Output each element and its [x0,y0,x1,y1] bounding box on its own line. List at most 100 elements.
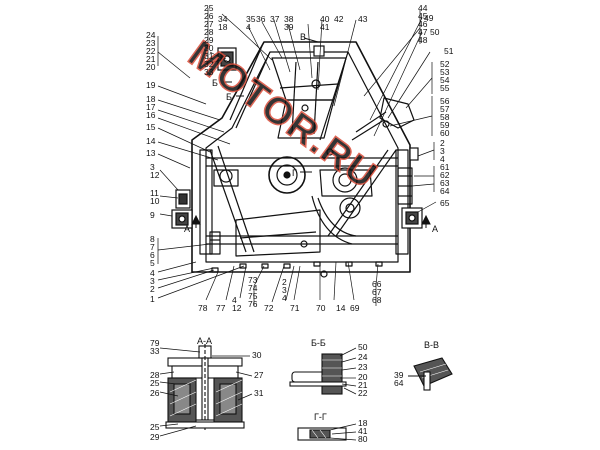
section-gg-title: Г-Г [314,412,327,422]
aa-label-25: 25 [150,422,160,432]
left-label-6: 6 [150,250,155,260]
section-aa-view [165,344,245,430]
top-label-29: 29 [204,35,214,45]
top-label-46: 46 [418,19,428,29]
left-label-11: 11 [150,188,159,198]
top-label-37: 37 [270,14,280,24]
top-label-34: 34 [218,14,228,24]
top-label-53: 53 [440,67,450,77]
aa-label-79: 79 [150,338,160,348]
section-bb-title: Б-Б [311,338,326,348]
top-label-54: 54 [440,75,450,85]
bottom-label-69: 69 [350,303,360,313]
bottom-label-78: 78 [198,303,208,313]
right-label-62: 62 [440,170,450,180]
top-label-44: 44 [418,3,428,13]
leader-lines [157,8,437,306]
left-label-10: 10 [150,196,160,206]
bottom-label-3: 3 [282,285,287,295]
bottom-label-4: 4 [232,295,237,305]
top-label-35: 35 [246,14,256,24]
bottom-label-72: 72 [264,303,274,313]
aa-label-30: 30 [252,350,262,360]
top-label-25: 25 [204,3,214,13]
aa-label-27: 27 [254,370,264,380]
mark-v: В [300,32,306,42]
vv-label-39: 39 [394,370,404,380]
section-gg-leaders [329,423,357,441]
right-label-58: 58 [440,112,450,122]
section-bb-leaders [339,347,357,395]
bottom-label-2: 2 [282,277,287,287]
left-label-14: 14 [146,136,156,146]
bottom-label-73: 73 [248,275,258,285]
top-label-28: 28 [204,27,214,37]
gg-label-18: 18 [358,418,368,428]
mounting-pads [171,45,423,229]
aa-label-28: 28 [150,370,160,380]
bb-label-24: 24 [358,352,368,362]
bb-label-23: 23 [358,362,368,372]
left-label-3: 3 [150,276,155,286]
left-label-4: 4 [150,268,155,278]
left-label-12: 12 [150,170,160,180]
bb-label-20: 20 [358,372,368,382]
left-label-8: 8 [150,234,155,244]
left-label-22: 22 [146,46,156,56]
top-label-51: 51 [444,46,454,56]
top-label-52: 52 [440,59,450,69]
mark-a-right: А [432,224,438,234]
left-label-13: 13 [146,148,156,158]
left-label-15: 15 [146,122,156,132]
aa-label-33: 33 [150,346,160,356]
top-label-45: 45 [418,11,428,21]
mark-b-lower: Б [226,92,232,102]
top-label-39: 39 [284,22,294,32]
right-label-61: 61 [440,162,450,172]
mark-b-upper: Б [212,78,218,88]
bottom-label-77: 77 [216,303,226,313]
left-label-2: 2 [150,284,155,294]
top-label-48: 48 [418,35,428,45]
bottom-label-4: 4 [282,293,287,303]
bottom-label-67: 67 [372,287,382,297]
top-label-32: 32 [204,59,214,69]
left-label-20: 20 [146,62,156,72]
right-label-57: 57 [440,104,450,114]
right-label-56: 56 [440,96,450,106]
top-label-43: 43 [358,14,368,24]
aa-label-29: 29 [150,432,160,442]
main-frame-view [191,41,415,278]
bottom-label-68: 68 [372,295,382,305]
top-label-41: 41 [320,22,330,32]
left-label-5: 5 [150,258,155,268]
section-aa-leaders [159,347,253,437]
top-label-30: 30 [204,43,214,53]
top-label-55: 55 [440,83,450,93]
top-label-26: 26 [204,11,214,21]
top-label-33: 33 [204,67,214,77]
left-label-21: 21 [146,54,156,64]
aa-label-26: 26 [150,388,160,398]
bottom-label-12: 12 [232,303,242,313]
top-label-36: 36 [256,14,266,24]
bottom-label-71: 71 [290,303,300,313]
left-label-3: 3 [150,162,155,172]
right-label-3: 3 [440,146,445,156]
right-label-2: 2 [440,138,445,148]
top-label-4: 4 [246,22,251,32]
left-label-24: 24 [146,30,156,40]
bottom-label-70: 70 [316,303,326,313]
bottom-label-75: 75 [248,291,258,301]
top-label-50: 50 [430,27,440,37]
right-label-60: 60 [440,128,450,138]
right-label-63: 63 [440,178,450,188]
left-label-1: 1 [150,294,155,304]
section-cut-markers [191,37,431,228]
right-label-59: 59 [440,120,450,130]
left-label-18: 18 [146,94,156,104]
top-label-42: 42 [334,14,344,24]
right-label-64: 64 [440,186,450,196]
section-vv-view [408,357,453,391]
